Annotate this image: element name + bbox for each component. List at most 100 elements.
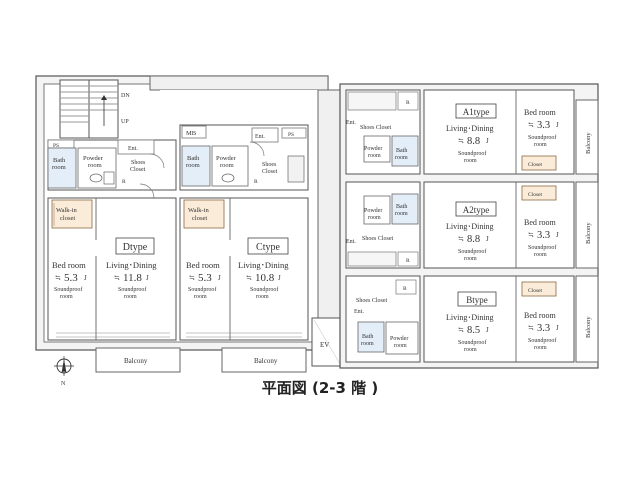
a2-wet-area: Powder room Bath room Ent. Shoes Closet … xyxy=(345,181,421,269)
c-entrance-label: Ent. xyxy=(255,134,265,140)
c-bath-label: Bath xyxy=(187,155,200,162)
a2-living-unit: J xyxy=(486,235,489,243)
b-bed-approx: ≒ xyxy=(528,324,534,332)
c-shoes-label: Shoes xyxy=(262,162,277,168)
a2-balcony xyxy=(575,181,599,269)
left-building: DN UP PS Bath room Powder room R Ent. Sh… xyxy=(35,75,329,373)
stair-down-label: DN xyxy=(121,93,130,99)
d-closet-label: Closet xyxy=(130,167,146,173)
c-ps-label: PS xyxy=(288,132,294,138)
a1-closet-label: Closet xyxy=(528,162,543,168)
b-bath-label: Bath xyxy=(362,334,373,340)
a2-powder-label: Powder xyxy=(364,208,382,214)
a2-powder-room-label: room xyxy=(368,215,381,221)
b-type-label: Btype xyxy=(466,295,488,305)
d-walkin-label: Walk-in xyxy=(56,207,78,214)
c-living-size: 10.8 xyxy=(255,272,275,284)
b-unit-rooms: Closet Btype Living･Dining ≒ 8.5 J Sound… xyxy=(423,275,575,363)
d-bed-soundproof-room: room xyxy=(60,294,73,300)
b-entrance-label: Ent. xyxy=(354,309,364,315)
c-bed-size: 5.3 xyxy=(198,272,212,284)
a1-entrance-label: Ent. xyxy=(346,120,356,126)
d-living-soundproof: Soundproof xyxy=(118,286,146,293)
a2-bath-room-label: room xyxy=(395,211,408,217)
a1-living-unit: J xyxy=(486,137,489,145)
d-bed-approx: ≒ xyxy=(55,274,61,282)
d-walkin-closet-label: closet xyxy=(60,215,75,222)
a1-bed-unit: J xyxy=(556,121,559,129)
b-shoes-closet-label: Shoes Closet xyxy=(356,298,388,304)
a2-shoes-closet-label: Shoes Closet xyxy=(362,236,394,242)
c-type-label: Ctype xyxy=(256,242,280,253)
a1-living-label: Living･Dining xyxy=(446,124,494,133)
a2-bed-soundproof-room: room xyxy=(534,252,547,258)
a1-living-approx: ≒ xyxy=(458,137,464,145)
a2-closet-label: Closet xyxy=(528,192,543,198)
a2-bed-approx: ≒ xyxy=(528,231,534,239)
a2-bed-room-label: Bed room xyxy=(524,218,557,227)
d-bed-soundproof: Soundproof xyxy=(54,286,82,293)
d-bed-unit: J xyxy=(84,274,87,282)
b-bed-unit: J xyxy=(556,324,559,332)
a2-living-size: 8.8 xyxy=(467,234,480,245)
b-bed-size: 3.3 xyxy=(537,323,550,334)
elevator-label: EV xyxy=(320,341,329,349)
d-living-unit: J xyxy=(146,274,149,282)
a2-living-soundproof-room: room xyxy=(464,256,477,262)
a1-powder-label: Powder xyxy=(364,146,382,152)
b-powder-room-label: room xyxy=(394,343,407,349)
a2-bed-size: 3.3 xyxy=(537,230,550,241)
c-bed-soundproof-room: room xyxy=(194,294,207,300)
a1-bed-approx: ≒ xyxy=(528,121,534,129)
b-bed-soundproof-room: room xyxy=(534,345,547,351)
a2-bath-label: Bath xyxy=(396,204,407,210)
c-bed-room-label: Bed room xyxy=(186,260,220,270)
a1-shoes-closet-label: Shoes Closet xyxy=(360,125,392,131)
d-balcony xyxy=(95,347,181,373)
d-living-size: 11.8 xyxy=(123,272,142,284)
b-powder-label: Powder xyxy=(390,336,408,342)
c-powder-room-label: room xyxy=(220,162,234,169)
a1-balcony-label: Balcony xyxy=(585,132,592,154)
a1-bath-room-label: room xyxy=(395,155,408,161)
a2-type-label: A2type xyxy=(463,205,490,215)
a2-balcony-label: Balcony xyxy=(585,222,592,244)
a2-entrance-label: Ent. xyxy=(346,239,356,245)
d-ps-label: PS xyxy=(53,143,59,149)
c-living-label: Living･Dining xyxy=(238,260,289,270)
b-closet-label: Closet xyxy=(528,288,543,294)
c-powder-label: Powder xyxy=(216,155,237,162)
c-bath-room-label: room xyxy=(186,162,200,169)
d-type-label: Dtype xyxy=(123,242,148,253)
a1-wet-area: R Ent. Shoes Closet Powder room Bath roo… xyxy=(345,89,421,175)
c-walkin-closet-label: closet xyxy=(192,215,207,222)
b-balcony-label: Balcony xyxy=(585,316,592,338)
a1-living-soundproof: Soundproof xyxy=(458,150,486,157)
c-unit-rooms: Walk-in closet Ctype Bed room ≒ 5.3 J So… xyxy=(179,197,309,341)
d-living-soundproof-room: room xyxy=(124,294,137,300)
b-living-soundproof-room: room xyxy=(464,347,477,353)
a2-living-label: Living･Dining xyxy=(446,222,494,231)
d-powder-room-label: room xyxy=(88,162,102,169)
a1-type-label: A1type xyxy=(463,107,490,117)
c-closet-label: Closet xyxy=(262,169,278,175)
a1-powder-room-label: room xyxy=(368,153,381,159)
plan-caption: 平面図 (2-3 階 ) xyxy=(261,379,379,397)
a1-r-label: R xyxy=(406,100,410,106)
a1-unit-rooms: A1type Living･Dining ≒ 8.8 J Soundproof … xyxy=(423,89,575,175)
d-living-approx: ≒ xyxy=(114,274,120,282)
b-balcony xyxy=(575,275,599,363)
c-living-soundproof-room: room xyxy=(256,294,269,300)
a1-bed-soundproof: Soundproof xyxy=(528,134,556,141)
c-balcony xyxy=(221,347,307,373)
right-balconies: Balcony Balcony Balcony xyxy=(575,99,599,363)
d-entrance-label: Ent. xyxy=(128,146,138,152)
d-bath-room-label: room xyxy=(52,164,66,171)
d-shoes-label: Shoes xyxy=(131,160,146,166)
north-label: N xyxy=(61,381,66,387)
c-bed-approx: ≒ xyxy=(189,274,195,282)
a2-r-label: R xyxy=(406,258,410,264)
d-r-label: R xyxy=(122,179,126,185)
a2-bed-unit: J xyxy=(556,231,559,239)
c-balcony-label: Balcony xyxy=(254,357,278,365)
